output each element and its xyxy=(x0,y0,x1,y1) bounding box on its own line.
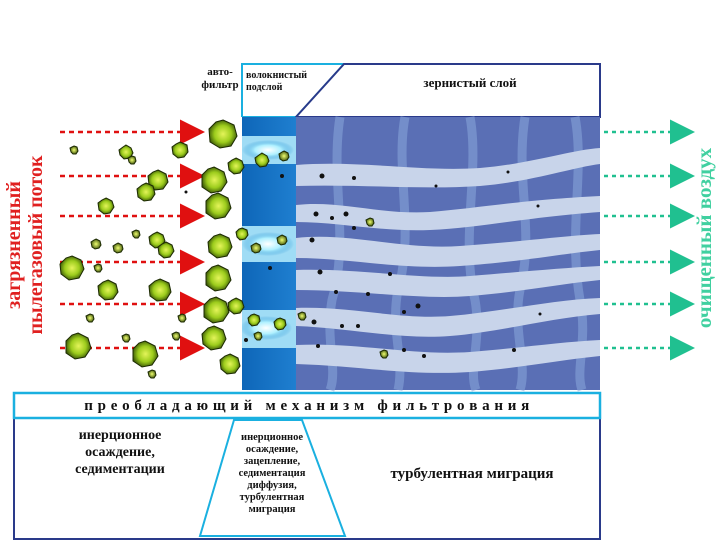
outlet-air-label: очищенный воздух xyxy=(692,147,716,329)
outlet-arrows xyxy=(604,119,695,361)
fiber-sublayer xyxy=(240,117,296,390)
granular-layer-label: зернистый слой xyxy=(423,75,517,90)
granular-layer xyxy=(296,116,600,392)
mechanism-table xyxy=(12,391,602,540)
mechanism-granular-layer: турбулентная миграция xyxy=(390,466,554,482)
dust-cake-autofilter xyxy=(201,119,249,375)
fine-particles xyxy=(184,170,542,358)
mechanism-fiber-sublayer: инерционное осаждение, зацепление, седим… xyxy=(238,432,306,516)
dust-particles-inlet xyxy=(59,141,189,379)
dust-particles-fiber xyxy=(247,150,389,359)
autofilter-label: авто- фильтр xyxy=(201,66,239,91)
mechanism-header: п р е о б л а д а ю щ и й м е х а н и з … xyxy=(84,398,530,414)
inlet-flow-label: загрязненный пылегазовый поток xyxy=(3,155,47,335)
fiber-sublayer-label: волокнистый подслой xyxy=(246,70,308,93)
mechanism-autofilter: инерционное осаждение, седиментации xyxy=(75,428,165,477)
